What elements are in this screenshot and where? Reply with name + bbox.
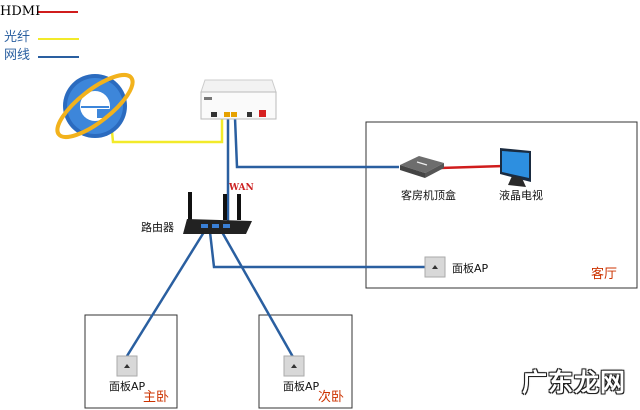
router-second-ap-cable xyxy=(220,231,295,358)
router-living-ap-cable xyxy=(208,231,426,269)
tv-icon xyxy=(500,148,531,187)
router-icon xyxy=(183,192,252,234)
legend-label-hdmi: HDMI xyxy=(0,4,41,19)
living-room-box xyxy=(365,121,638,289)
modem-stb-cable xyxy=(233,117,399,169)
hdmi-link xyxy=(439,164,505,170)
watermark-text: 广东龙网 xyxy=(522,368,627,397)
panel-ap-living-icon xyxy=(424,256,446,278)
panel-ap-living-label: 面板AP xyxy=(452,262,489,275)
panel-ap-master-icon xyxy=(116,355,138,377)
set-top-box-label: 客房机顶盒 xyxy=(401,189,456,202)
internet-icon xyxy=(55,72,135,140)
set-top-box-icon xyxy=(400,156,444,178)
second-bedroom-box xyxy=(258,314,353,409)
router-label: 路由器 xyxy=(141,221,174,234)
panel-ap-master-label: 面板AP xyxy=(109,380,146,393)
wan-label: WAN xyxy=(229,183,254,193)
optical-modem-icon xyxy=(200,79,277,120)
tv-label: 液晶电视 xyxy=(499,189,543,202)
legend-label-fiber: 光纤 xyxy=(4,30,31,45)
panel-ap-second-label: 面板AP xyxy=(283,380,320,393)
room-label-master: 主卧 xyxy=(143,390,170,405)
panel-ap-second-icon xyxy=(283,355,305,377)
router-master-ap-cable xyxy=(125,231,206,357)
room-label-second: 次卧 xyxy=(318,390,345,405)
master-bedroom-box xyxy=(84,314,178,409)
room-label-living: 客厅 xyxy=(591,267,618,282)
legend-label-cable: 网线 xyxy=(4,48,31,63)
